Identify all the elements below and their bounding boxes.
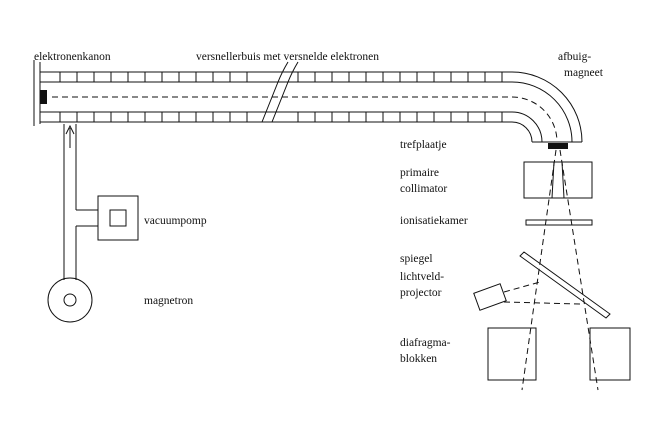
label-light-field-projector-1: lichtveld- [400, 271, 444, 283]
ionization-chamber [525, 219, 593, 226]
waveguide [63, 124, 98, 280]
label-primary-collimator-1: primaire [400, 167, 439, 179]
electron-gun [33, 60, 47, 126]
label-vacuum-pump: vacuumpomp [144, 215, 207, 227]
primary-collimator [523, 161, 593, 199]
label-diaphragm-blocks-1: diafragma- [400, 337, 451, 349]
label-diaphragm-blocks-2: blokken [400, 353, 437, 365]
mirror [519, 251, 611, 319]
target-plate [548, 143, 568, 149]
label-accelerator-tube: versnellerbuis met versnelde elektronen [196, 51, 379, 63]
label-ionization-chamber: ionisatiekamer [400, 215, 468, 227]
label-primary-collimator-2: collimator [400, 183, 447, 195]
beam-lines [521, 149, 599, 391]
label-electron-gun: elektronenkanon [34, 51, 111, 63]
vacuum-pump [97, 195, 139, 241]
diaphragm-blocks [487, 327, 631, 381]
label-mirror: spiegel [400, 253, 433, 265]
label-target-plate: trefplaatje [400, 139, 447, 151]
magnetron [47, 277, 93, 323]
label-bending-magnet-1: afbuig- [558, 51, 591, 63]
label-bending-magnet-2: magneet [564, 67, 604, 79]
label-magnetron: magnetron [144, 295, 193, 307]
label-light-field-projector-2: projector [400, 287, 442, 299]
light-field-projector [473, 281, 581, 311]
accelerator-tube [39, 61, 583, 143]
